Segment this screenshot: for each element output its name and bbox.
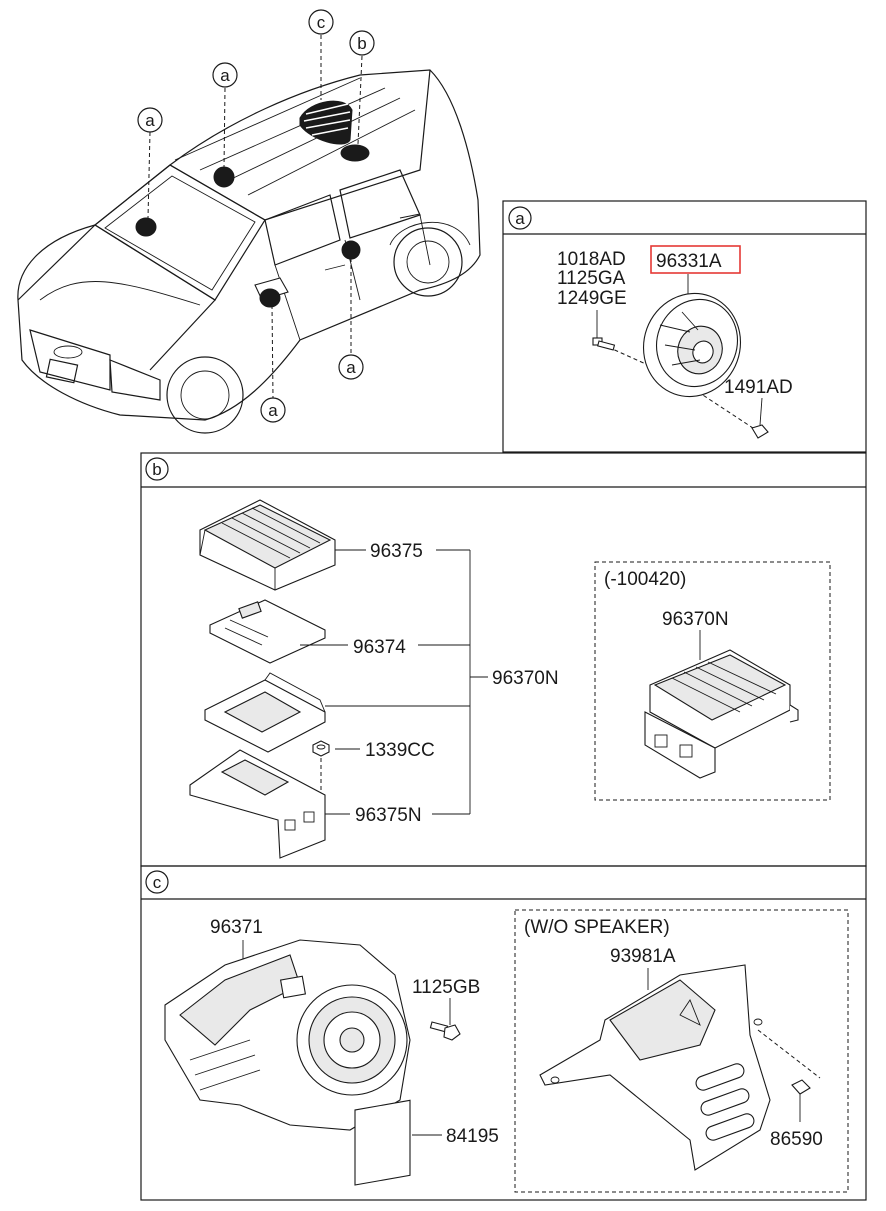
callout-b-label: b	[357, 34, 366, 53]
part-number-1018ad: 1018AD	[557, 249, 626, 270]
section-b: b	[140, 452, 867, 867]
section-a-tag: a	[515, 209, 525, 228]
variant-part-number-93981a: 93981A	[610, 946, 676, 967]
part-number-96375n: 96375N	[355, 805, 422, 826]
amplifier-pcb-icon	[209, 599, 326, 664]
bolt-1125gb-icon	[429, 1021, 461, 1041]
callout-a-dash: a	[137, 107, 163, 133]
callout-a-rear-door: a	[338, 354, 364, 380]
part-number-96371: 96371	[210, 917, 263, 938]
variant-note-100420: (-100420)	[604, 569, 686, 590]
amplifier-assembly-icon	[644, 649, 799, 779]
section-c: c 96371 1125GB 84195 (W/O SPEAKER) 93981…	[140, 865, 867, 1201]
callout-a-front-door-label: a	[268, 401, 278, 420]
speaker-part-highlight	[650, 245, 741, 274]
callout-a-dash-label: a	[145, 111, 155, 130]
cover-panel-icon	[539, 964, 771, 1171]
part-number-96374: 96374	[353, 637, 406, 658]
amplifier-chassis-icon	[204, 672, 326, 753]
clip-nut-icon	[751, 424, 769, 439]
speaker-icon	[642, 292, 742, 398]
nut-icon	[312, 740, 330, 790]
section-b-tag: b	[152, 460, 161, 479]
part-number-96370n: 96370N	[492, 668, 559, 689]
part-number-84195: 84195	[446, 1126, 499, 1147]
callout-a-roof: a	[212, 62, 238, 88]
callout-c-label: c	[317, 13, 326, 32]
part-number-1125gb: 1125GB	[412, 977, 480, 998]
callout-a-front-door: a	[260, 397, 286, 423]
bracket-icon	[189, 749, 326, 859]
callout-b: b	[349, 30, 375, 56]
section-c-tag: c	[153, 873, 162, 892]
label-plate-icon	[354, 1099, 411, 1186]
vehicle-illustration	[17, 35, 481, 434]
part-number-1249ge: 1249GE	[557, 288, 627, 309]
callout-a-roof-label: a	[220, 66, 230, 85]
part-number-96375: 96375	[370, 541, 423, 562]
part-number-1339cc: 1339CC	[365, 740, 435, 761]
variant-note-wo-speaker: (W/O SPEAKER)	[524, 917, 670, 938]
callout-a-rear-door-label: a	[346, 358, 356, 377]
part-number-86590: 86590	[770, 1129, 823, 1150]
variant-part-number-96370n: 96370N	[662, 609, 729, 630]
section-a: a 1018AD 1125GA 1249GE 96331A 1491AD	[502, 200, 867, 453]
amplifier-cover-icon	[199, 499, 336, 591]
subwoofer-enclosure-icon	[164, 939, 411, 1131]
part-number-1491ad: 1491AD	[724, 377, 793, 398]
bolt-icon	[592, 337, 616, 351]
part-number-96331a: 96331A	[656, 251, 722, 272]
part-number-1125ga: 1125GA	[557, 268, 626, 289]
callout-c: c	[308, 9, 334, 35]
clip-86590-icon	[791, 1079, 811, 1122]
